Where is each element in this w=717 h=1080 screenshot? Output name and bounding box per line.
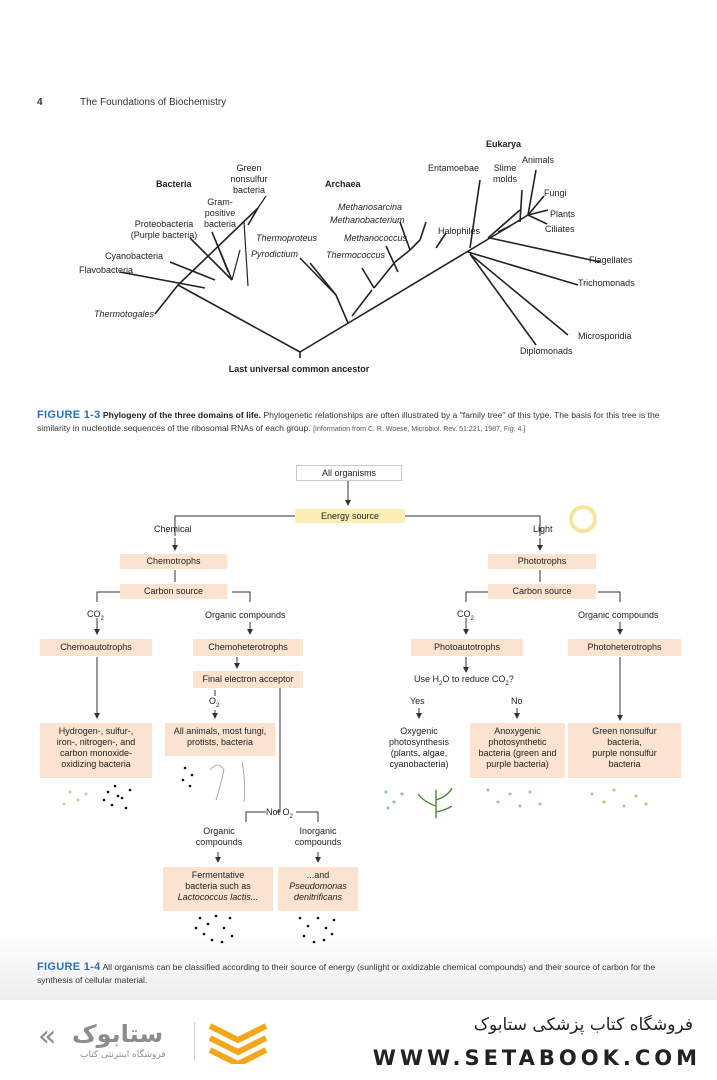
label-animals: Animals (522, 155, 555, 165)
logo-divider (194, 1022, 195, 1060)
label-thermoproteus: Thermoproteus (256, 233, 318, 243)
figure-1-4-background (0, 930, 717, 1000)
logo-layers-icon (208, 1023, 268, 1064)
figure-1-4-text: All organisms can be classified accordin… (37, 962, 656, 985)
label-entamoebae: Entamoebae (428, 163, 480, 173)
domain-bacteria: Bacteria (156, 179, 192, 189)
label-methanosarcina: Methanosarcina (338, 202, 403, 212)
store-name: فروشگاه کتاب پزشکی ستابوک (473, 1015, 693, 1035)
store-banner: « ستابوک فروشگاه اینترنتی کتاب فروشگاه ک… (0, 1000, 717, 1080)
node-chemoautotrophs: Chemoautotrophs (40, 639, 152, 656)
node-carbon-source-right: Carbon source (488, 584, 596, 599)
label-methanococcus: Methanococcus (344, 233, 408, 243)
label-proteobacteria: Proteobacteria(Purple bacteria) (130, 219, 198, 240)
domain-eukarya: Eukarya (486, 139, 522, 149)
figure-1-3-title: Phylogeny of the three domains of life. (102, 410, 261, 420)
label-thermotogales: Thermotogales (94, 309, 155, 319)
label-no: No (511, 696, 523, 706)
label-fungi: Fungi (544, 188, 567, 198)
label-light: Light (533, 524, 553, 534)
label-flagellates: Flagellates (589, 255, 633, 265)
node-energy-source: Energy source (295, 509, 405, 523)
figure-1-3-text: Phylogenetic relationships are often ill… (37, 410, 660, 433)
label-plants: Plants (550, 209, 576, 219)
label-microsporidia: Microsporidia (578, 331, 632, 341)
label-yes: Yes (410, 696, 425, 706)
node-phototrophs: Phototrophs (488, 554, 596, 569)
node-final-electron-acceptor: Final electron acceptor (193, 671, 303, 688)
figure-1-4-caption: FIGURE 1-4 All organisms can be classifi… (37, 961, 687, 987)
logo: « ستابوک فروشگاه اینترنتی کتاب (38, 1018, 278, 1064)
node-chemoheterotroph-examples: All animals, most fungi,protists, bacter… (165, 723, 275, 756)
node-photoautotrophs: Photoautotrophs (411, 639, 523, 656)
label-use-h2o: Use H2O to reduce CO2? (414, 674, 514, 687)
label-methanobacterium: Methanobacterium (330, 215, 405, 225)
sun-icon (569, 505, 597, 533)
label-cyanobacteria: Cyanobacteria (105, 251, 164, 261)
logo-subtitle: فروشگاه اینترنتی کتاب (80, 1050, 166, 1060)
logo-text: ستابوک (72, 1020, 164, 1048)
label-not-o2: Not O2 (266, 807, 293, 820)
label-organic-right: Organic compounds (578, 610, 659, 620)
running-head: The Foundations of Biochemistry (80, 97, 227, 108)
label-o2: O2 (209, 696, 220, 709)
label-luca: Last universal common ancestor (228, 364, 370, 374)
store-url[interactable]: WWW.SETABOOK.COM (372, 1046, 701, 1070)
figure-1-3-caption: FIGURE 1-3 Phylogeny of the three domain… (37, 409, 687, 436)
label-co2-left: CO2 (87, 609, 104, 622)
node-chemotrophs: Chemotrophs (120, 554, 227, 569)
figure-1-3-label: FIGURE 1-3 (37, 409, 101, 421)
label-chemical: Chemical (154, 524, 192, 534)
node-carbon-source-left: Carbon source (120, 584, 227, 599)
node-all-organisms: All organisms (296, 465, 402, 481)
page-number: 4 (37, 97, 43, 108)
label-thermococcus: Thermococcus (326, 250, 386, 260)
figure-1-3-source: [Information from C. R. Woese, Microbiol… (313, 426, 526, 433)
label-ciliates: Ciliates (545, 224, 575, 234)
node-photoheterotrophs: Photoheterotrophs (568, 639, 681, 656)
domain-archaea: Archaea (325, 179, 361, 189)
label-trichomonads: Trichomonads (578, 278, 635, 288)
label-flavobacteria: Flavobacteria (79, 265, 134, 275)
label-organic-left: Organic compounds (205, 610, 286, 620)
figure-1-4-label: FIGURE 1-4 (37, 961, 101, 973)
label-halophiles: Halophiles (438, 226, 481, 236)
node-chemoautotroph-examples: Hydrogen-, sulfur-,iron-, nitrogen-, and… (40, 723, 152, 778)
label-diplomonads: Diplomonads (520, 346, 573, 356)
logo-chevron-icon: « (38, 1019, 57, 1054)
node-chemoheterotrophs: Chemoheterotrophs (193, 639, 303, 656)
label-co2-right: CO2 (457, 609, 474, 622)
label-pyrodictium: Pyrodictium (251, 249, 299, 259)
